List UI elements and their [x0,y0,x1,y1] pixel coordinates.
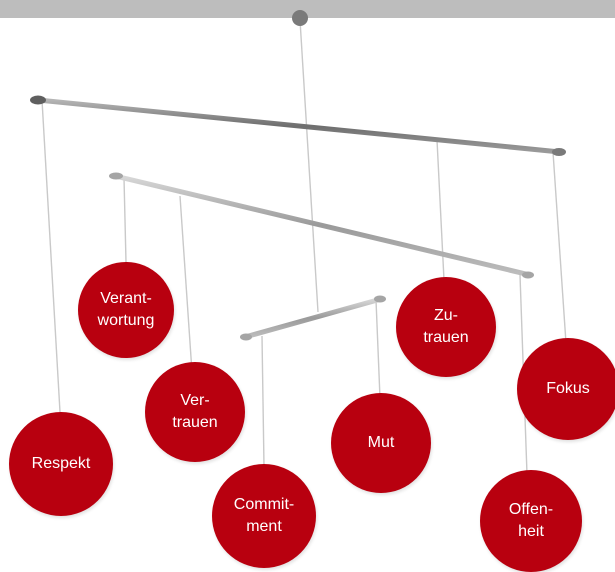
top-rod [30,95,566,156]
value-label-respekt: Respekt [31,455,91,473]
value-label-vertrauen: Ver- trauen [172,392,218,431]
value-ball-commitment: Commit- ment [212,464,316,568]
value-ball-respekt: Respekt [9,412,113,516]
value-ball-zutrauen: Zu- trauen [396,277,496,377]
value-ball-offenheit: Offen- heit [480,470,582,572]
string-commitment [261,335,265,468]
value-ball-vertrauen: Ver- trauen [145,362,245,462]
short-rod [240,295,386,341]
value-label-mut: Mut [367,434,395,452]
hanger-knob [292,10,308,26]
string-respekt [41,99,61,413]
value-label-offenheit: Offen- heit [508,501,554,540]
value-ball-fokus: Fokus [517,338,615,440]
main-string [299,19,319,313]
value-label-zutrauen: Zu- trauen [423,307,469,346]
string-fokus [552,151,567,344]
value-label-commitment: Commit- ment [233,496,295,535]
middle-rod [109,172,534,279]
value-ball-mut: Mut [331,393,431,493]
strings [41,19,567,475]
string-vertrauen [179,195,193,373]
string-zutrauen [436,139,445,281]
value-label-verantwortung: Verant- wortung [97,290,155,329]
value-label-fokus: Fokus [546,380,590,398]
string-mut [375,299,381,399]
ceiling-bar [0,0,615,18]
value-ball-verantwortung: Verant- wortung [78,262,174,358]
string-verantwortung [123,177,127,263]
